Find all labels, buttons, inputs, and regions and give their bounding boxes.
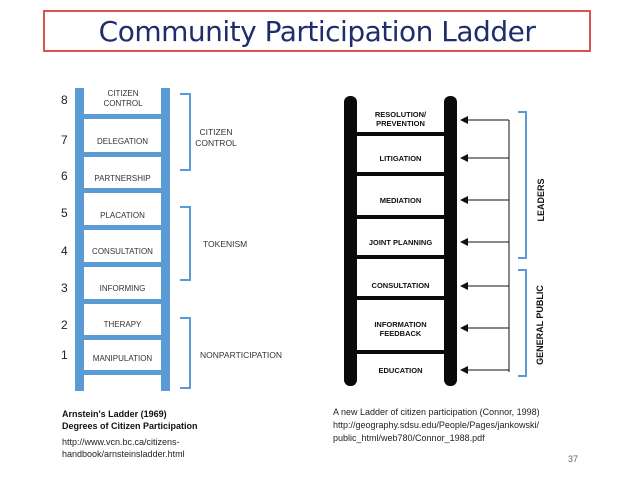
arnstein-caption-url-1: http://www.vcn.bc.ca/citizens- (62, 437, 180, 447)
arrow-head (460, 154, 468, 162)
rung-number: 1 (61, 348, 68, 362)
connor-leaders-label: LEADERS (536, 178, 546, 222)
connor-rung (357, 132, 444, 136)
rung-number: 3 (61, 281, 68, 295)
arrow-head (460, 116, 468, 124)
connor-general-public-label: GENERAL PUBLIC (535, 285, 545, 365)
arnstein-right-rail (161, 88, 170, 391)
page-title: Community Participation Ladder (98, 14, 536, 48)
connor-caption-1: A new Ladder of citizen participation (C… (333, 407, 540, 417)
category-nonparticipation: NONPARTICIPATION (200, 350, 283, 360)
arnstein-caption-url-2: handbook/arnsteinsladder.html (62, 449, 185, 459)
bracket-leaders (518, 111, 527, 259)
connor-rung (357, 215, 444, 219)
rung-number: 4 (61, 244, 68, 258)
connor-label-resolution: RESOLUTION/ PREVENTION (374, 110, 427, 128)
connor-rung (357, 255, 444, 259)
rung-number: 5 (61, 206, 68, 220)
connor-rung (357, 172, 444, 176)
category-citizen-control: CITIZEN CONTROL (195, 127, 237, 148)
connor-right-rail (444, 96, 457, 386)
rung-label-citizen-control: CITIZEN CONTROL (103, 89, 143, 108)
arnstein-rung (84, 225, 161, 230)
arnstein-rung (84, 188, 161, 193)
arnstein-caption-subtitle: Degrees of Citizen Participation (62, 421, 198, 431)
connor-caption-3: public_html/web780/Connor_1988.pdf (333, 433, 485, 443)
rung-label-manipulation: MANIPULATION (92, 354, 153, 363)
bracket-nonparticipation (180, 317, 191, 389)
rung-label-partnership: PARTNERSHIP (94, 174, 151, 183)
arnstein-rung (84, 335, 161, 340)
arrow-head (460, 238, 468, 246)
rung-number: 6 (61, 169, 68, 183)
connor-label-consultation: CONSULTATION (371, 281, 430, 290)
arnstein-rung (84, 262, 161, 267)
rung-number: 7 (61, 133, 68, 147)
rung-label-delegation: DELEGATION (97, 137, 148, 146)
rung-number: 2 (61, 318, 68, 332)
arnstein-rung (84, 370, 161, 375)
connor-label-education: EDUCATION (378, 366, 423, 375)
connor-caption-2: http://geography.sdsu.edu/People/Pages/j… (333, 420, 539, 430)
title-frame: Community Participation Ladder (43, 10, 591, 52)
page-number: 37 (568, 454, 579, 464)
arrow-head (460, 196, 468, 204)
rung-label-informing: INFORMING (99, 284, 146, 293)
arnstein-rung (84, 152, 161, 157)
arnstein-rung (84, 114, 161, 119)
connor-rung (357, 350, 444, 354)
arrow-head (460, 366, 468, 374)
rung-label-therapy: THERAPY (103, 320, 142, 329)
bracket-tokenism (180, 206, 191, 281)
connor-label-mediation: MEDIATION (379, 196, 422, 205)
connor-left-rail (344, 96, 357, 386)
connor-label-joint-planning: JOINT PLANNING (368, 238, 433, 247)
rung-label-placation: PLACATION (100, 211, 145, 220)
category-tokenism: TOKENISM (203, 239, 248, 249)
rung-number: 8 (61, 93, 68, 107)
arrow-head (460, 324, 468, 332)
arrow-head (460, 282, 468, 290)
rung-label-consultation: CONSULTATION (92, 247, 153, 256)
arnstein-caption-title: Arnstein's Ladder (1969) (62, 409, 167, 419)
arnstein-left-rail (75, 88, 84, 391)
bracket-citizen-control (180, 93, 191, 171)
connor-rung (357, 296, 444, 300)
connor-label-information-feedback: INFORMATION FEEDBACK (374, 320, 427, 338)
bracket-general-public (518, 269, 527, 377)
arnstein-rung (84, 299, 161, 304)
connor-label-litigation: LITIGATION (379, 154, 422, 163)
